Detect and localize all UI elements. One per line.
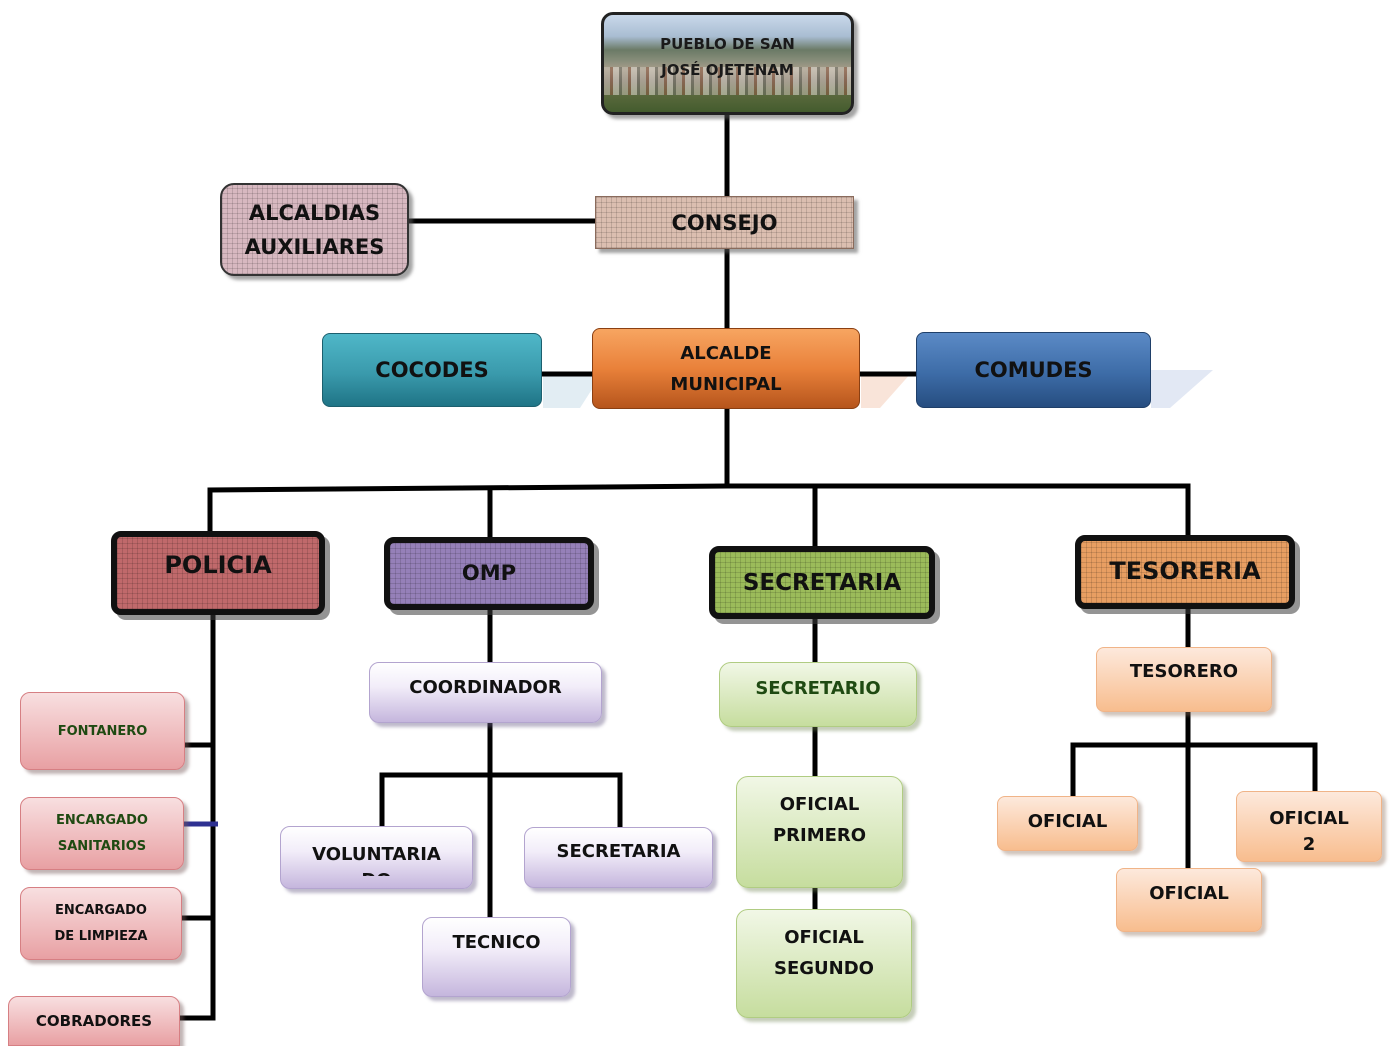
line-tesoreria-bracket xyxy=(1070,742,1318,799)
omp-node: OMP xyxy=(384,537,594,610)
cocodes-node: COCODES xyxy=(322,333,542,407)
coordinador-label: COORDINADOR xyxy=(409,677,562,698)
oficial-2-line2: 2 xyxy=(1302,834,1316,852)
segundo-line2: SEGUNDO xyxy=(774,958,874,979)
secretario-node: SECRETARIO xyxy=(719,662,917,727)
tesoreria-label: TESORERIA xyxy=(1109,557,1261,585)
fontanero-label: FONTANERO xyxy=(57,723,148,739)
policia-label: POLICIA xyxy=(164,551,272,579)
tesorero-label: TESORERO xyxy=(1129,661,1239,682)
comudes-node: COMUDES xyxy=(916,332,1151,408)
cobradores-label: COBRADORES xyxy=(35,1012,153,1030)
primero-line1: OFICIAL xyxy=(779,794,860,815)
oficial-segundo-node: OFICIAL SEGUNDO xyxy=(736,909,912,1018)
tecnico-node: TECNICO xyxy=(422,917,571,997)
cobradores-node: COBRADORES xyxy=(8,996,180,1046)
secretaria-node: SECRETARIA xyxy=(709,546,935,619)
alcaldias-auxiliares-node: ALCALDIAS AUXILIARES xyxy=(220,183,409,276)
oficial-primero-node: OFICIAL PRIMERO xyxy=(736,776,903,888)
line-omp-bracket xyxy=(379,772,623,830)
secretario-label: SECRETARIO xyxy=(755,678,881,699)
consejo-label: CONSEJO xyxy=(671,210,778,235)
omp-label: OMP xyxy=(461,561,517,585)
pueblo-node: PUEBLO DE SAN JOSÉ OJETENAM xyxy=(601,12,854,115)
segundo-line1: OFICIAL xyxy=(784,927,864,948)
encargado-sanitarios-node: ENCARGADO SANITARIOS xyxy=(20,797,184,870)
town-photo xyxy=(604,67,851,95)
fontanero-node: FONTANERO xyxy=(20,692,185,770)
sanitarios-line2: SANITARIOS xyxy=(57,838,147,854)
pueblo-line2: JOSÉ OJETENAM xyxy=(661,61,794,79)
comudes-label: COMUDES xyxy=(974,358,1093,382)
oficial-2-line1: OFICIAL xyxy=(1269,808,1349,829)
voluntaria-line2: DO xyxy=(361,870,391,876)
alcalde-line1: ALCALDE xyxy=(680,342,772,364)
omp-secretaria-node: SECRETARIA xyxy=(524,827,713,888)
tesoreria-node: TESORERIA xyxy=(1075,535,1295,609)
alcalde-line2: MUNICIPAL xyxy=(670,373,782,395)
comudes-reflection xyxy=(1151,370,1213,408)
omp-secretaria-label: SECRETARIA xyxy=(556,841,681,862)
secretaria-label: SECRETARIA xyxy=(742,570,902,596)
sanitarios-line1: ENCARGADO xyxy=(56,812,148,828)
voluntariado-node: VOLUNTARIA DO xyxy=(280,826,473,889)
alcaldias-line2: AUXILIARES xyxy=(244,234,385,259)
cocodes-reflection xyxy=(543,372,603,408)
alcalde-reflection xyxy=(861,372,912,408)
voluntaria-line1: VOLUNTARIA xyxy=(312,844,441,865)
cocodes-label: COCODES xyxy=(375,358,489,382)
tesoreria-oficial-center-node: OFICIAL xyxy=(1116,868,1262,932)
consejo-node: CONSEJO xyxy=(595,196,854,249)
alcaldias-line1: ALCALDIAS xyxy=(248,200,381,225)
tecnico-label: TECNICO xyxy=(452,932,541,953)
policia-node: POLICIA xyxy=(111,531,325,615)
primero-line2: PRIMERO xyxy=(772,825,867,846)
oficial-center-label: OFICIAL xyxy=(1149,883,1229,904)
limpieza-line2: DE LIMPIEZA xyxy=(54,928,148,944)
limpieza-line1: ENCARGADO xyxy=(55,902,147,918)
tesoreria-oficial-left-node: OFICIAL xyxy=(997,796,1138,851)
pueblo-line1: PUEBLO DE SAN xyxy=(660,35,795,53)
encargado-limpieza-node: ENCARGADO DE LIMPIEZA xyxy=(20,887,182,960)
oficial-left-label: OFICIAL xyxy=(1027,811,1108,832)
coordinador-node: COORDINADOR xyxy=(369,662,602,723)
alcalde-municipal-node: ALCALDE MUNICIPAL xyxy=(592,328,860,409)
tesorero-node: TESORERO xyxy=(1096,647,1272,712)
tesoreria-oficial-2-node: OFICIAL 2 xyxy=(1236,791,1382,862)
line-department-bus xyxy=(207,483,1191,538)
